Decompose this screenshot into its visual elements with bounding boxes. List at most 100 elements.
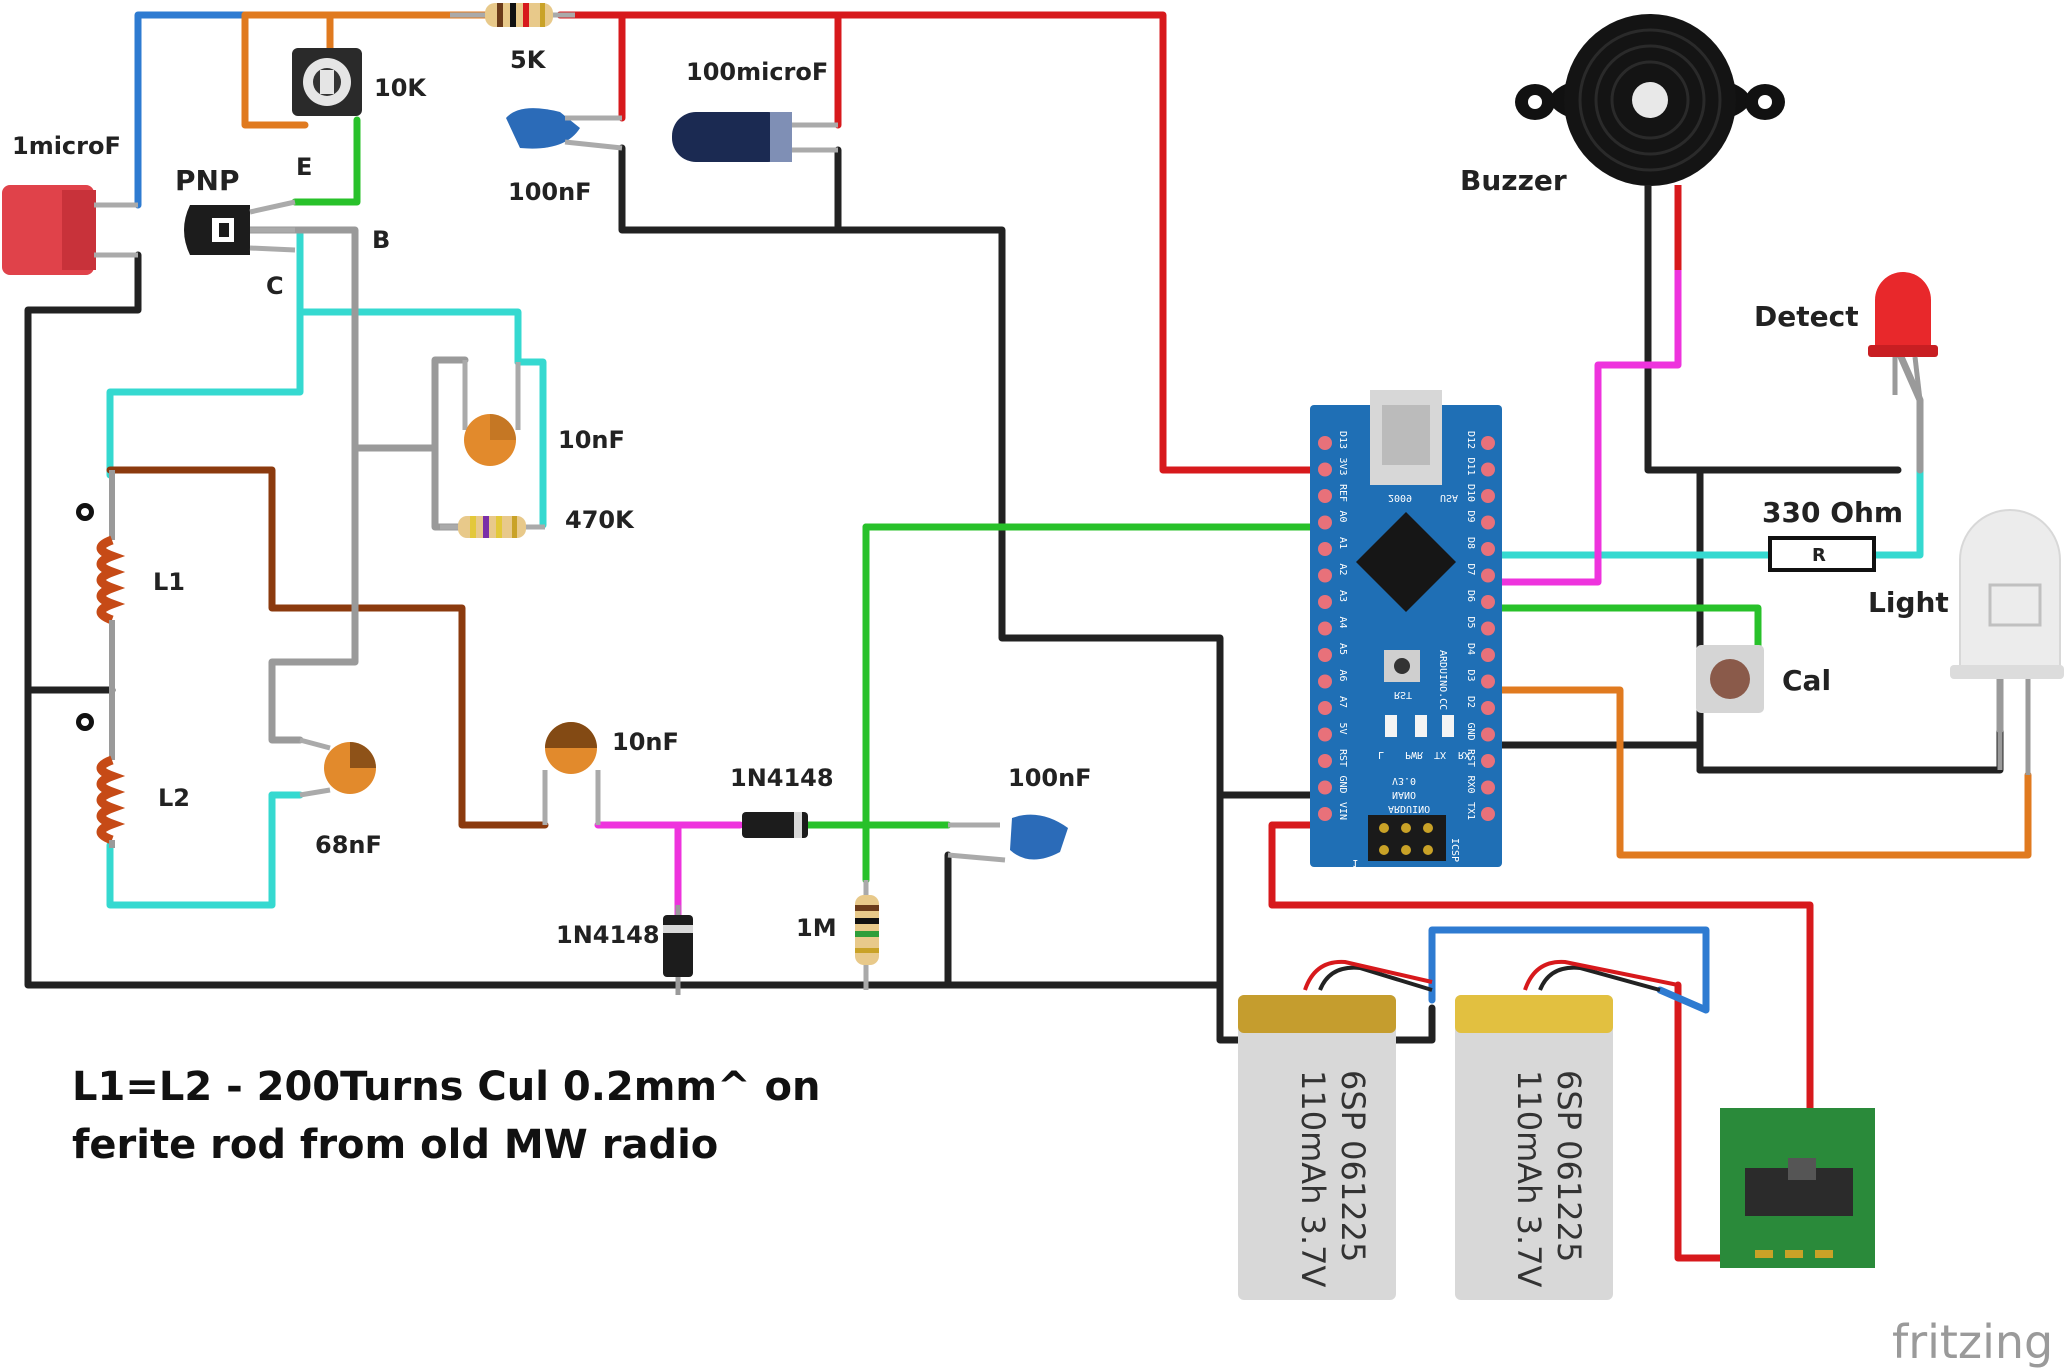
arduino-board-text: PWR — [1405, 749, 1424, 760]
arduino-pin-label-right: D4 — [1465, 643, 1476, 655]
arduino-pin-label-right: D11 — [1465, 458, 1476, 476]
arduino-pin-label-right: D10 — [1465, 484, 1476, 502]
wire-cyan-c2 — [106, 308, 304, 479]
label-100microf: 100microF — [686, 58, 828, 86]
label-cal: Cal — [1782, 664, 1831, 697]
note-line-1: L1=L2 - 200Turns Cul 0.2mm^ on — [72, 1064, 821, 1110]
capacitor-68nf — [299, 737, 376, 798]
arduino-pin-label-left: 5V — [1337, 723, 1348, 735]
label-100nf-bottom: 100nF — [1008, 764, 1092, 792]
arduino-pin-hole — [1481, 621, 1495, 636]
arduino-board-text: ARDUINO.CC — [1437, 650, 1448, 710]
wire-orange-d3 — [1486, 686, 2032, 859]
label-1m: 1M — [796, 914, 837, 942]
buzzer — [1515, 14, 1785, 270]
label-100nf-top: 100nF — [508, 178, 592, 206]
arduino-pin-label-left: VIN — [1337, 802, 1348, 820]
arduino-pin-label-right: D9 — [1465, 511, 1476, 523]
label-pin-b: B — [372, 226, 390, 254]
wire-red-vin — [1268, 821, 1814, 1119]
wire-brown-l1 — [106, 466, 549, 829]
wire-cyan-470k — [514, 358, 547, 529]
wire-gray-10n — [351, 356, 469, 452]
arduino-pin-hole — [1481, 595, 1495, 609]
arduino-pin-label-right: D12 — [1465, 431, 1476, 449]
wire-black-cap-gnd — [618, 144, 1224, 799]
arduino-board-text: L — [1378, 749, 1384, 760]
coil-note: L1=L2 - 200Turns Cul 0.2mm^ on ferite ro… — [72, 1064, 821, 1168]
arduino-pin-hole — [1481, 542, 1495, 556]
arduino-pin-hole — [1481, 489, 1495, 503]
wire-magenta-buzzer — [1486, 266, 1682, 586]
label-l1: L1 — [153, 568, 185, 596]
label-330ohm: 330 Ohm — [1762, 496, 1903, 529]
wire-black-buzzer — [1644, 266, 1902, 474]
label-470k: 470K — [565, 506, 635, 534]
diode-1n4148-horizontal — [742, 812, 808, 838]
arduino-pin-label-left: GND — [1337, 776, 1348, 794]
label-1n4148-vertical: 1N4148 — [556, 921, 660, 949]
led-light — [1950, 509, 2064, 775]
arduino-board-text: TX — [1434, 749, 1446, 760]
wire-orange-pot2 — [241, 11, 309, 129]
battery-2-line1: 6SP 061225 — [1550, 1070, 1588, 1262]
arduino-board-text: 1 — [1352, 857, 1358, 868]
arduino-pin-hole — [1481, 568, 1495, 583]
arduino-pin-hole — [1318, 515, 1332, 530]
arduino-pin-label-left: A5 — [1337, 643, 1348, 655]
arduino-pin-label-right: TX1 — [1465, 802, 1476, 820]
wire-black-gnd2 — [1474, 741, 2002, 774]
push-button-cal — [1696, 645, 1764, 713]
arduino-pin-label-left: A3 — [1337, 590, 1348, 602]
arduino-pin-label-right: D6 — [1465, 590, 1476, 602]
arduino-pin-hole — [1318, 754, 1332, 768]
resistor-5k — [450, 3, 575, 27]
arduino-pin-hole — [1481, 701, 1495, 715]
arduino-pin-hole — [1318, 674, 1332, 689]
arduino-board-text: RST — [1394, 689, 1412, 700]
wire-red-vcc-top — [556, 11, 1334, 474]
arduino-pin-hole — [1481, 754, 1495, 768]
arduino-pin-label-left: RST — [1337, 749, 1348, 767]
battery-2 — [1455, 959, 1679, 1300]
arduino-pin-label-right: RST — [1465, 749, 1476, 767]
capacitor-100nf-bottom — [947, 814, 1068, 863]
arduino-pin-hole — [1318, 489, 1332, 503]
battery-1 — [1238, 959, 1433, 1300]
arduino-pin-hole — [1318, 727, 1332, 742]
arduino-pin-label-left: D13 — [1337, 431, 1348, 449]
led-detect — [1868, 272, 1938, 401]
arduino-pin-hole — [1481, 648, 1495, 662]
capacitor-10nf-top — [462, 360, 521, 466]
arduino-pin-hole — [1318, 436, 1332, 450]
arduino-pin-hole — [1481, 462, 1495, 477]
battery-1-line1: 6SP 061225 — [1334, 1070, 1372, 1262]
wire-cyan-330 — [1868, 466, 1924, 559]
arduino-pin-label-right: D2 — [1465, 696, 1476, 708]
arduino-pin-hole — [1318, 701, 1332, 715]
diode-1n4148-vertical — [663, 905, 693, 995]
label-1n4148-horizontal: 1N4148 — [730, 764, 834, 792]
arduino-pin-hole — [1318, 462, 1332, 477]
arduino-pin-hole — [1481, 515, 1495, 530]
arduino-board-text: RX — [1458, 749, 1470, 760]
capacitor-100uf — [672, 112, 838, 162]
wire-black-gnd-main — [24, 251, 1224, 989]
arduino-pin-label-left: REF — [1337, 484, 1348, 502]
label-pnp: PNP — [175, 164, 239, 197]
arduino-pin-label-right: GND — [1465, 723, 1476, 741]
label-10nf-mid: 10nF — [612, 728, 679, 756]
arduino-board-text: USA — [1440, 492, 1458, 503]
arduino-pin-hole — [1318, 542, 1332, 556]
resistor-1m — [855, 880, 879, 990]
resistor-470k — [440, 516, 545, 538]
component-labels: 1microF PNP E B C 10K 5K 100microF 100nF… — [12, 46, 1949, 949]
battery-1-line2: 110mAh 3.7V — [1294, 1070, 1332, 1287]
arduino-pin-label-right: D8 — [1465, 537, 1476, 549]
resistor-330ohm — [1768, 536, 1876, 572]
wire-blue-bat — [1428, 926, 1710, 1014]
arduino-pin-label-right: D5 — [1465, 617, 1476, 629]
arduino-board-text: V3.0 — [1392, 775, 1416, 786]
